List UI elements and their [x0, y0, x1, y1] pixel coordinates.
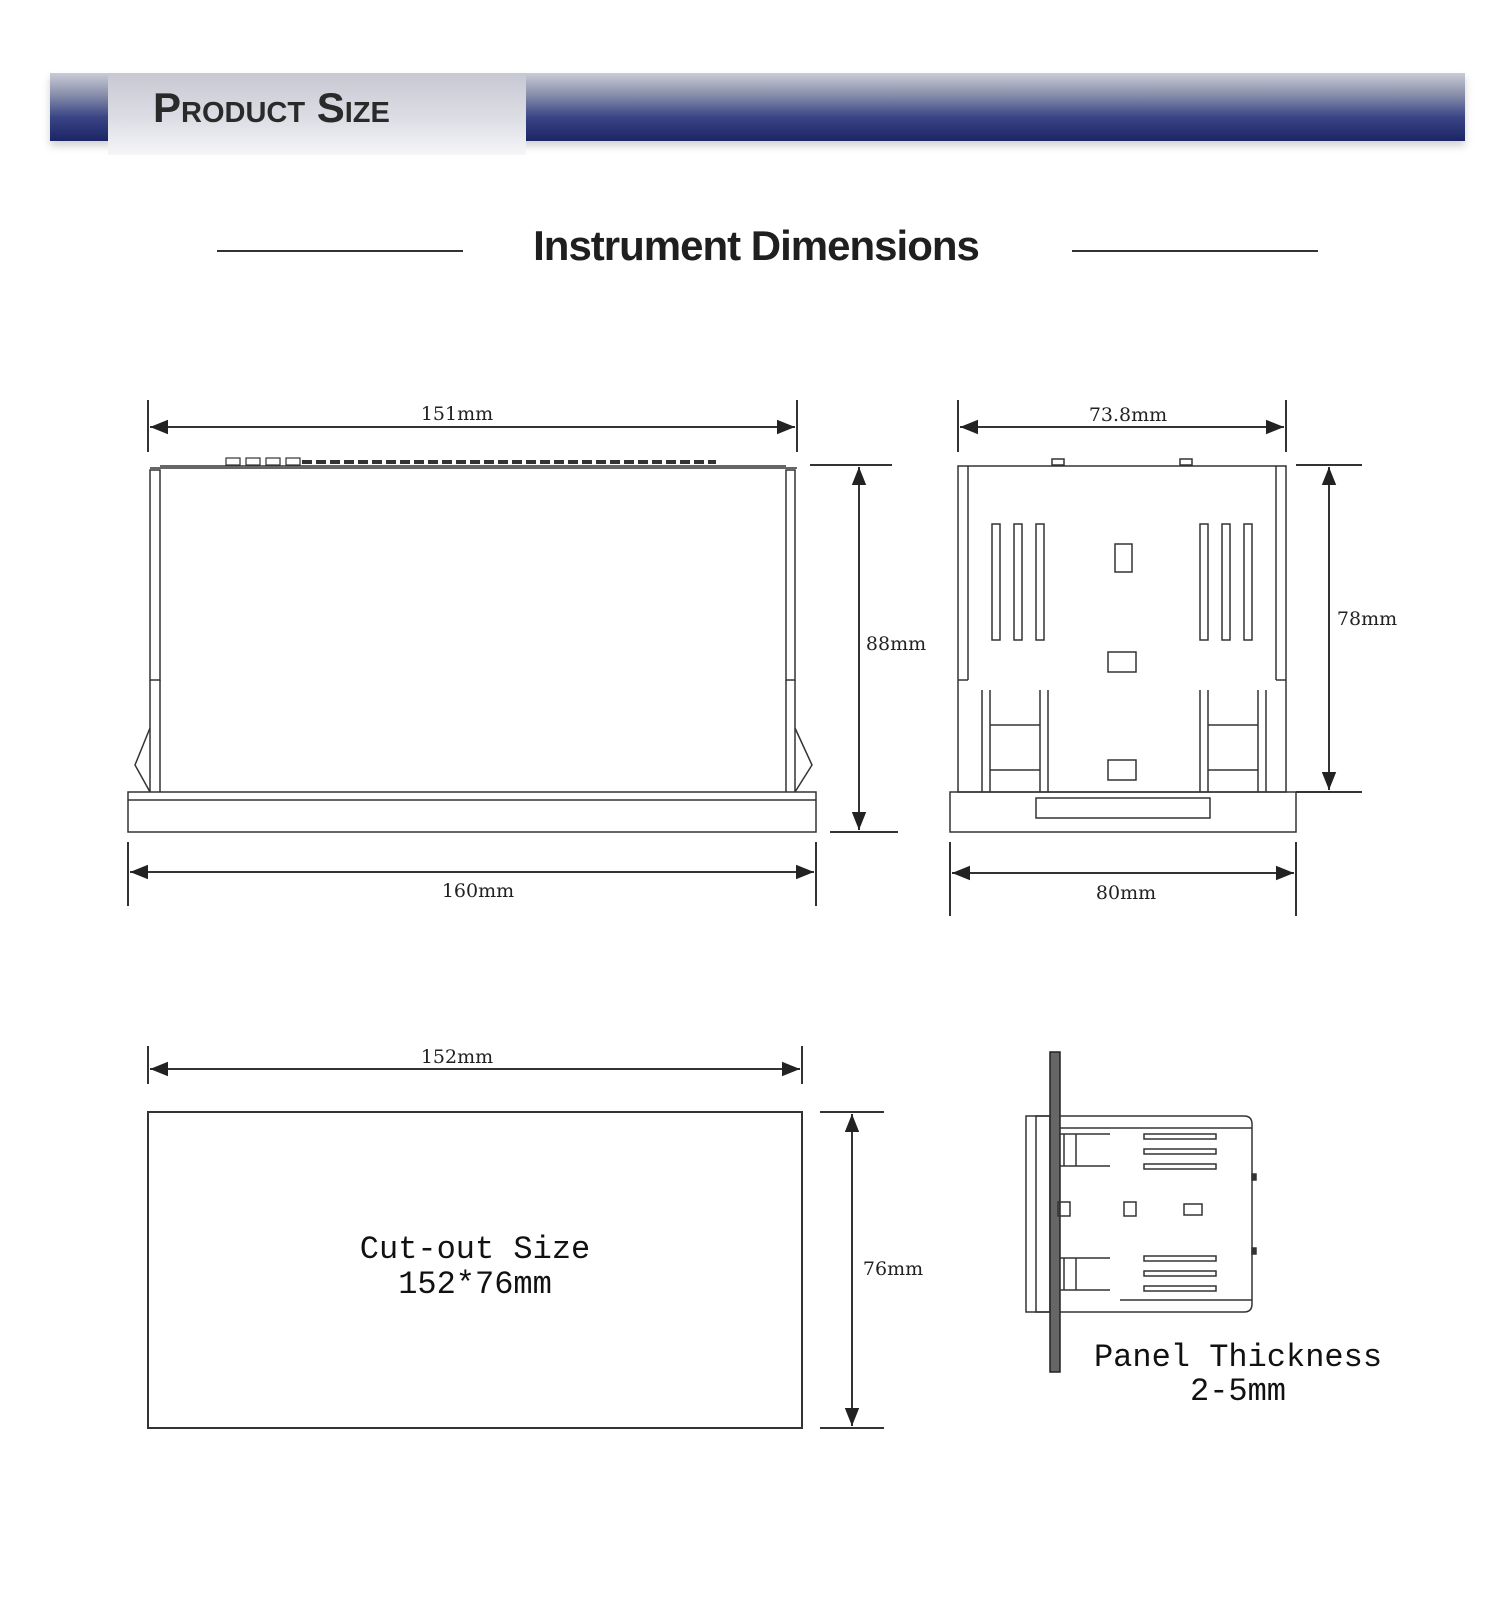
front-bottom-width-label: 160mm [442, 880, 514, 902]
panel-mount-view [1025, 1051, 1257, 1373]
title-rule-right [1072, 250, 1318, 252]
header-label-panel [108, 73, 526, 155]
cutout-label-line2: 152*76mm [398, 1266, 552, 1303]
side-top-width-label: 73.8mm [1089, 404, 1167, 426]
front-view [127, 400, 898, 906]
front-height-label: 88mm [866, 633, 926, 655]
side-view [949, 400, 1362, 916]
cutout-label-line1: Cut-out Size [360, 1231, 590, 1268]
panel-label-line2: 2-5mm [1190, 1373, 1286, 1410]
section-title: Instrument Dimensions [533, 222, 980, 269]
cutout-rectangle [147, 1111, 803, 1429]
cutout-width-label: 152mm [421, 1046, 493, 1068]
cutout-view [147, 1046, 884, 1429]
front-top-width-label: 151mm [421, 403, 493, 425]
title-rule-left [217, 250, 463, 252]
page-title: Product Size [153, 84, 390, 131]
cutout-height-label: 76mm [863, 1258, 923, 1280]
top-connector-strip [225, 457, 716, 466]
panel-label-line1: Panel Thickness [1094, 1339, 1382, 1376]
side-height-label: 78mm [1337, 608, 1397, 630]
side-bottom-width-label: 80mm [1096, 882, 1156, 904]
